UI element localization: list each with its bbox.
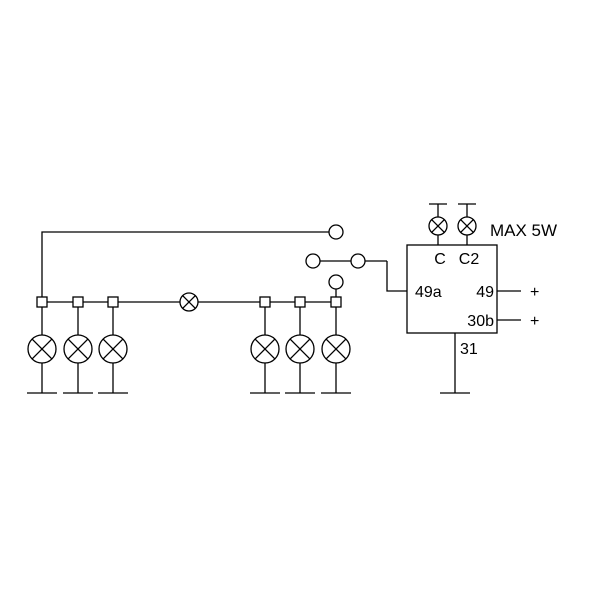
terminal-30b-label: 30b bbox=[467, 313, 494, 330]
junction-node bbox=[36, 296, 48, 308]
lamp-icon bbox=[63, 334, 93, 364]
junction-node bbox=[259, 296, 271, 308]
junction-node bbox=[330, 296, 342, 308]
terminal-49-label: 49 bbox=[476, 284, 494, 301]
switch-to-49a-wire bbox=[386, 261, 407, 292]
center-indicator-lamp-icon bbox=[179, 292, 199, 312]
terminal-c-label: C bbox=[434, 251, 446, 268]
junction-node bbox=[72, 296, 84, 308]
flasher-box bbox=[406, 244, 498, 334]
lamp-icon bbox=[321, 334, 351, 364]
plus-49-label: + bbox=[530, 284, 539, 301]
left-feed-wire bbox=[41, 231, 329, 302]
switch-contact-common-left bbox=[305, 253, 321, 269]
junction-node bbox=[107, 296, 119, 308]
c-indicator-lamp-icon bbox=[428, 216, 448, 236]
terminal-31-label: 31 bbox=[460, 341, 478, 358]
lamp-icon bbox=[98, 334, 128, 364]
left-lamp-group bbox=[27, 334, 128, 364]
terminal-49a-label: 49a bbox=[415, 284, 442, 301]
lamp-icon bbox=[250, 334, 280, 364]
plus-30b-label: + bbox=[530, 313, 539, 330]
switch-contact-common-right bbox=[350, 253, 366, 269]
junction-nodes bbox=[36, 296, 342, 308]
lamp-icon bbox=[285, 334, 315, 364]
switch-contact-top bbox=[328, 224, 344, 240]
lamp-icon bbox=[27, 334, 57, 364]
c2-indicator-lamp-icon bbox=[457, 216, 477, 236]
turn-signal-switch bbox=[305, 224, 366, 290]
terminal-c2-label: C2 bbox=[459, 251, 480, 268]
wiring bbox=[27, 231, 407, 394]
indicator-rating-label: MAX 5W bbox=[490, 221, 557, 240]
flasher-unit: C C2 49a 49 30b 31 + + bbox=[406, 203, 539, 394]
junction-node bbox=[294, 296, 306, 308]
switch-contact-bottom bbox=[328, 274, 344, 290]
right-lamp-group bbox=[250, 334, 351, 364]
